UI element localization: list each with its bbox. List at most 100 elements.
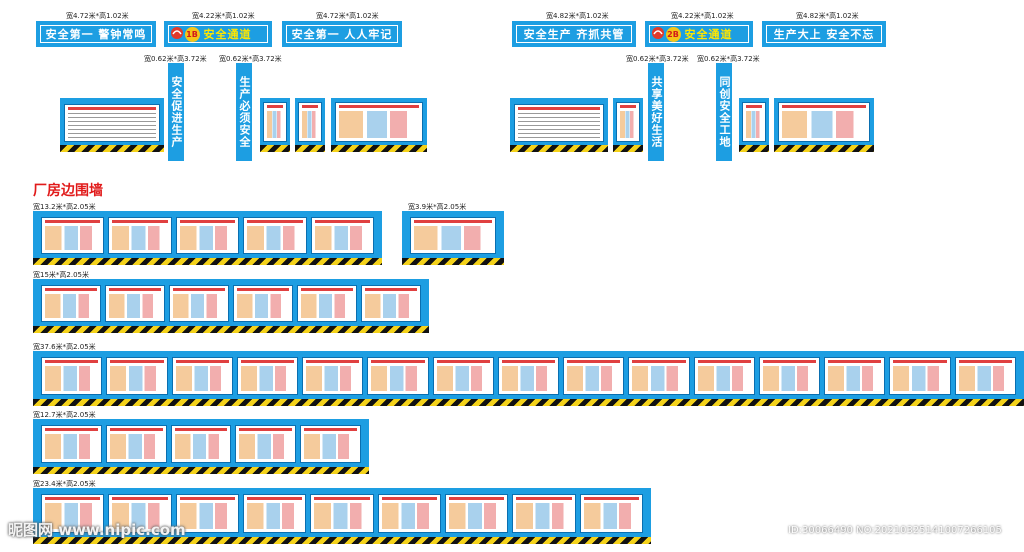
banner-text: 安全通道 [203,28,252,41]
poster-panel [298,102,322,142]
hazard-stripe [260,145,290,152]
banner-text: 安全生产 齐抓共管 [523,28,625,41]
banner-text: 安全通道 [684,28,733,41]
banner-dimension: 宽4.22米*高1.02米 [671,12,734,20]
banner-dimension: 宽4.72米*高1.02米 [66,12,129,20]
safety-poster-panel [432,357,494,395]
safety-poster-panel [106,357,168,395]
safety-poster-panel [377,494,441,533]
schedule-table-panel [514,104,604,142]
safety-poster-panel [310,217,374,254]
banner-dimension: 宽4.82米*高1.02米 [546,12,609,20]
pillar-share-good-life: 共享美好生活 [648,63,664,161]
safety-poster-panel [367,357,429,395]
pillar-promote-production: 安全促进生产 [168,63,184,161]
safety-poster-panel [233,285,293,322]
pillar-build-safe-site: 同创安全工地 [716,63,732,161]
pillar-dimension: 宽0.62米*高3.72米 [219,55,282,63]
pillar-text: 生产必须安全 [238,76,251,148]
safety-poster-panel [512,494,576,533]
top-board-schedule-left [60,98,164,152]
hazard-stripe [774,145,874,152]
safety-poster-panel [361,285,421,322]
wall-dimension: 宽13.2米*高2.05米 [33,203,96,211]
safety-poster-panel [445,494,509,533]
badge-2b: 2B [665,26,681,42]
safety-poster-panel [243,217,307,254]
pillar-text: 共享美好生活 [650,76,663,148]
banner-joint-management: 安全生产 齐抓共管 [512,21,636,47]
banner-dimension: 宽4.82米*高1.02米 [796,12,859,20]
top-board-notice-left [331,98,427,152]
pillar-dimension: 宽0.62米*高3.72米 [144,55,207,63]
safety-poster-panel [171,357,233,395]
wall-board-13-2m [33,211,382,265]
wall-dimension: 宽3.9米*高2.05米 [408,203,467,211]
badge-1b: 1B [184,26,200,42]
pillar-text: 同创安全工地 [718,76,731,148]
safety-poster-panel [410,217,496,254]
safety-poster-panel [41,217,105,254]
watermark-image-id: ID:30066490 NO:20210325141007266105 [788,525,1002,536]
safety-poster-panel [563,357,625,395]
hazard-stripe [33,258,382,265]
wall-dimension: 宽15米*高2.05米 [33,271,89,279]
banner-safety-first: 安全第一 警钟常鸣 [36,21,156,47]
banner-dimension: 宽4.72米*高1.02米 [316,12,379,20]
safety-poster-panel [243,494,307,533]
company-logo-icon [652,27,664,39]
wall-board-12-7m [33,419,369,474]
schedule-table-panel [64,104,160,142]
banner-text: 安全第一 警钟常鸣 [45,28,147,41]
safety-poster-panel [235,425,297,463]
safety-poster-panel [41,285,101,322]
hazard-stripe [613,145,643,152]
safety-poster-panel [628,357,690,395]
hazard-stripe [60,145,164,152]
hazard-stripe [510,145,608,152]
top-board-poster-3 [613,98,643,152]
wall-board-3-9m [402,211,504,265]
safety-poster-panel [175,494,239,533]
safety-poster-panel [108,494,172,533]
safety-poster-panel [824,357,886,395]
hazard-stripe [739,145,769,152]
banner-dimension: 宽4.22米*高1.02米 [192,12,255,20]
safety-poster-panel [41,357,103,395]
hazard-stripe [33,467,369,474]
safety-poster-panel [758,357,821,395]
section-title: 厂房边围墙 [33,183,103,199]
hazard-stripe [331,145,427,152]
safety-poster-panel [497,357,560,395]
safety-poster-panel [175,217,240,254]
safety-poster-panel [105,425,167,463]
safety-poster-panel [108,217,172,254]
safety-poster-panel [579,494,643,533]
company-logo-icon [171,27,183,39]
safety-poster-panel [297,285,357,322]
safety-poster-panel [41,425,102,463]
wall-board-23-4m [33,488,651,544]
top-board-poster-4 [739,98,769,152]
banner-production-safety: 生产大上 安全不忘 [762,21,886,47]
poster-panel [742,102,766,142]
safety-poster-panel [889,357,951,395]
pillar-dimension: 宽0.62米*高3.72米 [697,55,760,63]
top-board-poster-2 [295,98,325,152]
safety-poster-panel [105,285,165,322]
poster-panel [263,102,287,142]
safety-poster-panel [302,357,364,395]
safety-poster-panel [41,494,105,533]
safety-poster-panel [236,357,299,395]
notice-panel [778,102,870,142]
banner-everyone-remember: 安全第一 人人牢记 [282,21,402,47]
pillar-production-must-be-safe: 生产必须安全 [236,63,252,161]
banner-text: 生产大上 安全不忘 [773,28,875,41]
hazard-stripe [33,537,651,544]
wall-dimension: 宽23.4米*高2.05米 [33,480,96,488]
wall-dimension: 宽37.6米*高2.05米 [33,343,96,351]
safety-poster-panel [169,285,229,322]
wall-board-37-6m [33,351,1024,406]
